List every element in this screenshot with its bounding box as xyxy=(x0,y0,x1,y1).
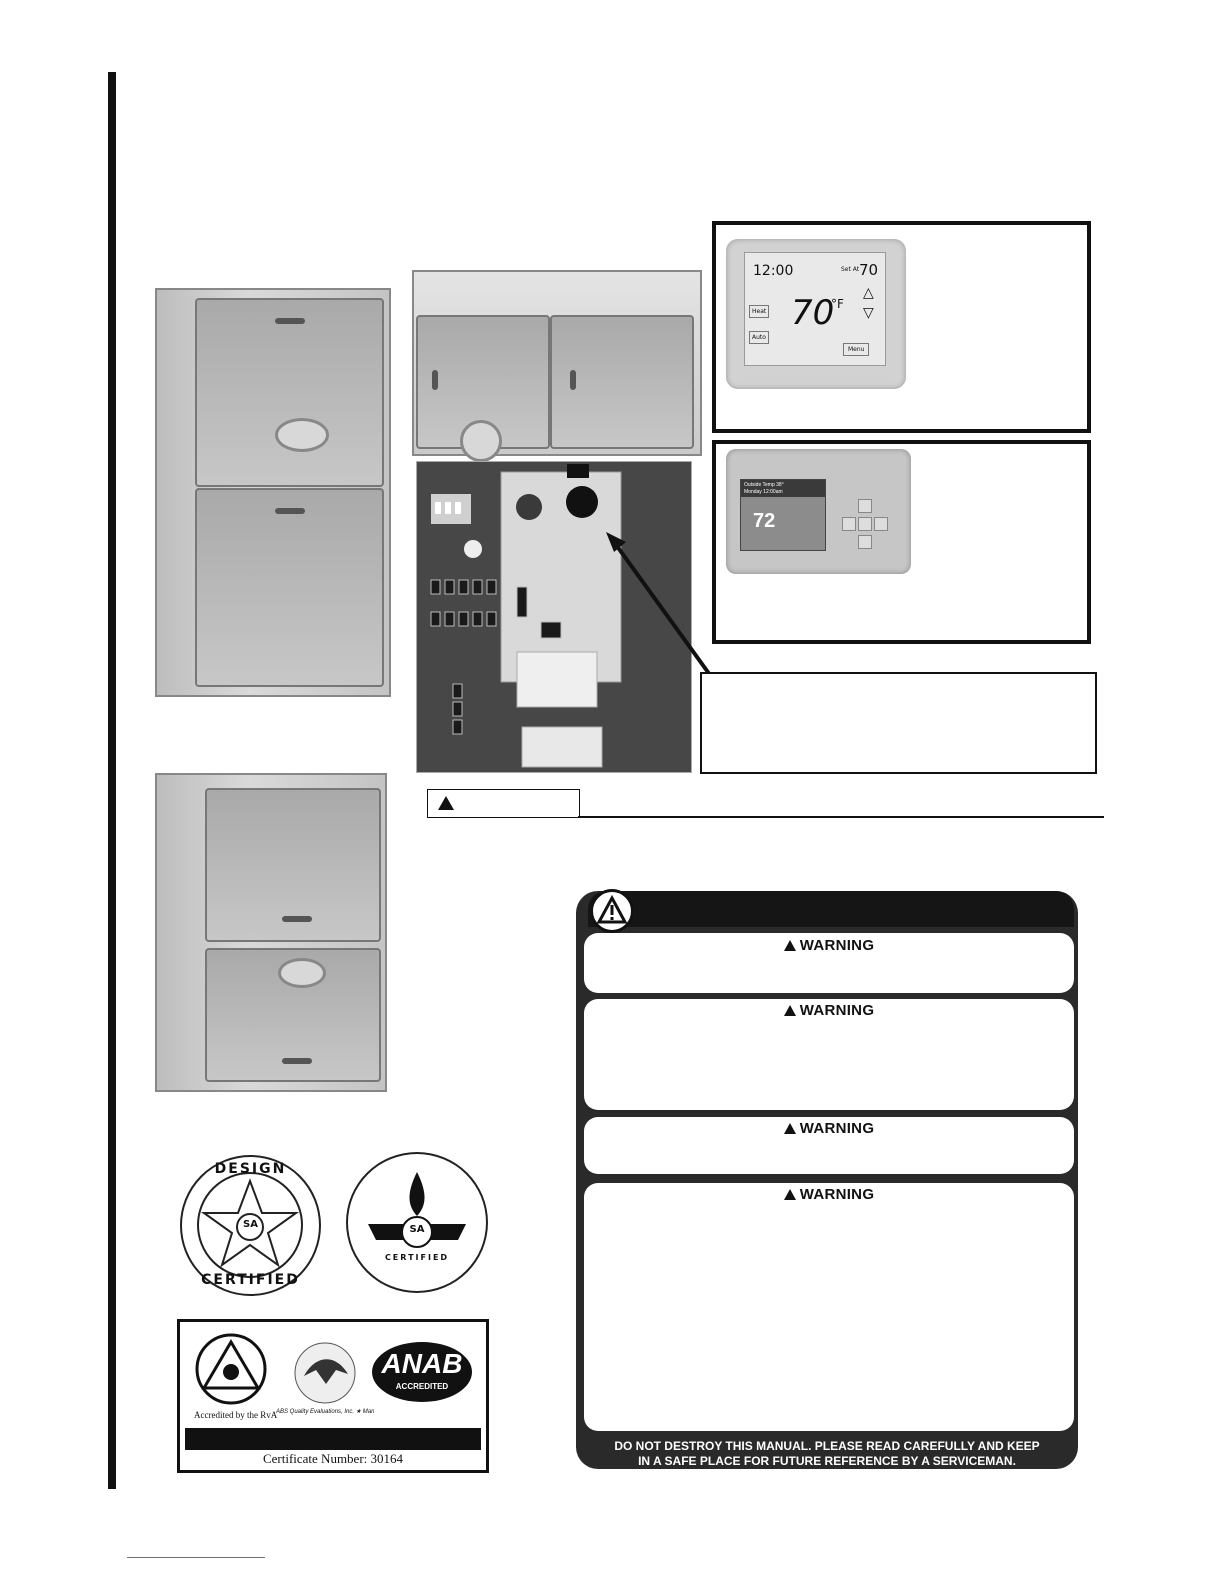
furnace-photo-horizontal xyxy=(412,270,702,462)
warning-heading-2: WARNING xyxy=(584,1002,1074,1019)
hazard-tag-rule xyxy=(578,816,1104,818)
thermostat-heat-button[interactable]: Heat xyxy=(749,305,770,318)
thermostat-setpoint: 70 xyxy=(859,261,879,279)
thermostat-auto-button[interactable]: Auto xyxy=(749,331,769,344)
warning-triangle-icon xyxy=(783,1123,796,1134)
warning-panel-footer: DO NOT DESTROY THIS MANUAL. PLEASE READ … xyxy=(576,1439,1078,1469)
thermostat-time: 12:00 xyxy=(753,263,794,279)
anab-logo-text: ANAB xyxy=(381,1348,463,1379)
thermostat-2-temperature: 72 xyxy=(753,510,776,532)
thermostat-2-screen: Outside Temp 38° Monday 12:00am 72 xyxy=(740,479,826,551)
warning-box-2: WARNING xyxy=(584,999,1074,1110)
anab-logo: ANAB ACCREDITED xyxy=(372,1342,472,1402)
keypad-right-icon[interactable] xyxy=(874,517,888,531)
outside-temp-text: Outside Temp 38° xyxy=(744,482,784,488)
warning-box-3: WARNING xyxy=(584,1117,1074,1174)
keypad-down-icon[interactable] xyxy=(858,535,872,549)
certificate-black-band xyxy=(185,1428,481,1450)
thermostat-screen: 12:00 Set At 70 70 °F Heat Auto Menu △ ▽ xyxy=(744,252,886,366)
seal-certified-text: CERTIFIED xyxy=(201,1272,300,1288)
warning-heading-1: WARNING xyxy=(584,937,1074,954)
warning-panel-badge xyxy=(590,889,634,933)
seal-csa-letters: SA xyxy=(243,1219,258,1230)
control-board-photo xyxy=(416,461,692,773)
warning-triangle-icon xyxy=(783,1189,796,1200)
flame-certified-seal: SA CERTIFIED xyxy=(346,1152,488,1293)
warning-panel: WARNING WARNING WARNING WARNING DO NOT D… xyxy=(576,889,1078,1469)
thermostat-photo-color: Outside Temp 38° Monday 12:00am 72 xyxy=(726,449,911,574)
design-certified-seal: DESIGN SA CERTIFIED xyxy=(180,1155,321,1296)
warning-triangle-icon xyxy=(783,940,796,951)
keypad-center-icon[interactable] xyxy=(858,517,872,531)
arrow-up-icon[interactable]: △ xyxy=(863,285,874,301)
footer-line-1: DO NOT DESTROY THIS MANUAL. PLEASE READ … xyxy=(614,1439,1040,1453)
thermostat-menu-button[interactable]: Menu xyxy=(843,343,870,356)
date-text: Monday 12:00am xyxy=(744,489,783,495)
callout-box xyxy=(700,672,1097,774)
certificate-number: Certificate Number: 30164 xyxy=(262,1451,404,1466)
thermostat-2-keypad xyxy=(834,499,898,549)
link-underline[interactable] xyxy=(127,1557,265,1558)
rva-logo xyxy=(192,1330,270,1408)
arrow-down-icon[interactable]: ▽ xyxy=(863,305,874,321)
warning-box-4: WARNING xyxy=(584,1183,1074,1431)
abs-quality-seal: ABS Quality Evaluations, Inc. ★ Manageme… xyxy=(276,1324,374,1422)
flame-seal-certified-text: CERTIFIED xyxy=(384,1253,450,1262)
certificate-box: Accredited by the RvA ABS Quality Evalua… xyxy=(177,1319,489,1473)
warning-panel-header xyxy=(588,891,1074,927)
accredited-text: Accredited by the RvA xyxy=(194,1410,278,1420)
warning-triangle-icon xyxy=(438,796,454,810)
keypad-up-icon[interactable] xyxy=(858,499,872,513)
callout-pointer-arrow xyxy=(606,532,712,677)
footer-line-2: IN A SAFE PLACE FOR FUTURE REFERENCE BY … xyxy=(638,1454,1016,1468)
thermostat-temperature: 70 xyxy=(791,293,835,333)
warning-heading-3: WARNING xyxy=(584,1120,1074,1137)
thermostat-photo-touchscreen: 12:00 Set At 70 70 °F Heat Auto Menu △ ▽ xyxy=(726,239,906,389)
warning-heading-4: WARNING xyxy=(584,1186,1074,1203)
furnace-photo-downflow xyxy=(150,768,390,1093)
furnace-photo-upflow xyxy=(150,283,395,700)
thermostat-frame-1: 12:00 Set At 70 70 °F Heat Auto Menu △ ▽ xyxy=(712,221,1091,433)
hazard-tag xyxy=(427,789,580,818)
abs-ring-text: ABS Quality Evaluations, Inc. ★ Manageme… xyxy=(276,1409,374,1415)
seal-design-text: DESIGN xyxy=(214,1161,287,1177)
thermostat-frame-2: Outside Temp 38° Monday 12:00am 72 xyxy=(712,440,1091,644)
thermostat-set-label: Set At xyxy=(841,266,860,273)
flame-seal-csa-letters: SA xyxy=(409,1224,425,1235)
keypad-left-icon[interactable] xyxy=(842,517,856,531)
thermostat-unit: °F xyxy=(831,297,844,311)
anab-accredited-text: ACCREDITED xyxy=(395,1382,449,1391)
page-side-bar xyxy=(108,72,116,1489)
warning-box-1: WARNING xyxy=(584,933,1074,993)
warning-triangle-icon xyxy=(596,894,628,924)
warning-triangle-icon xyxy=(783,1005,796,1016)
